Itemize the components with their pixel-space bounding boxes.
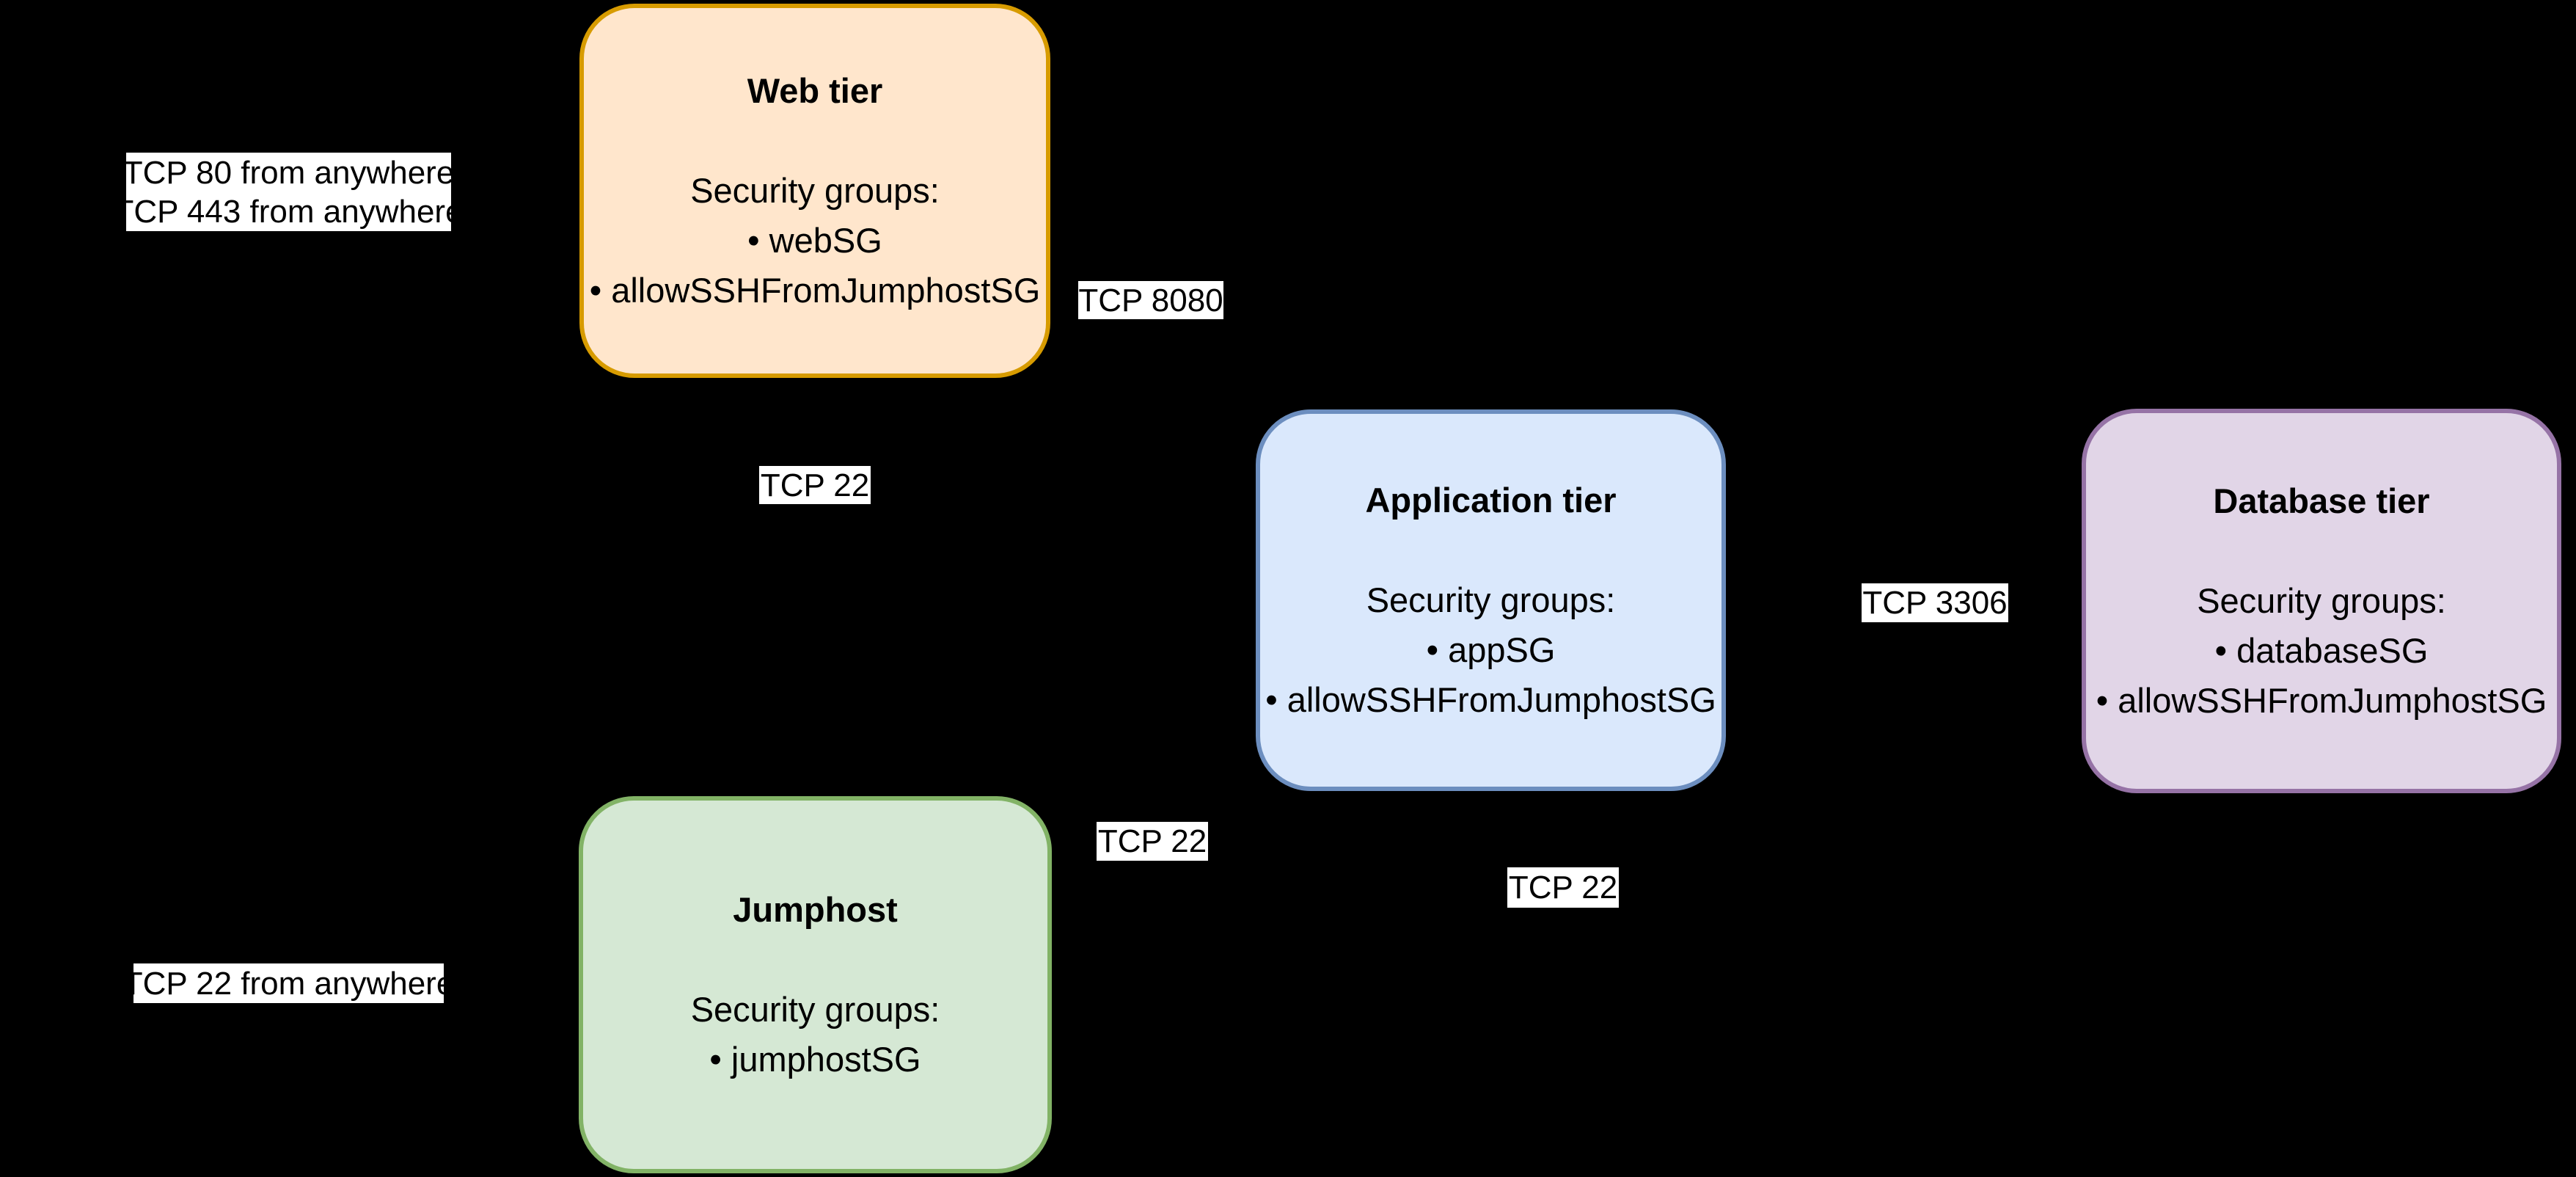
database-tier-node: Database tier Security groups: • databas…	[2082, 409, 2561, 793]
jumphost-node: Jumphost Security groups: • jumphostSG	[579, 796, 1052, 1173]
edge-label-line: TCP 3306	[1862, 585, 2008, 621]
jumphost-item: • jumphostSG	[709, 1040, 921, 1079]
edge-label-line: TCP 22	[1097, 823, 1207, 859]
edge-label-line: TCP 22	[760, 467, 870, 503]
edge-label-tcp-8080: TCP 8080	[1078, 281, 1223, 319]
edge-label-line: TCP 8080	[1078, 282, 1223, 318]
edge-label-tcp-22-app-bottom: TCP 22	[1507, 867, 1619, 908]
edge-label-tcp-22-app-left: TCP 22	[1097, 822, 1208, 861]
web-tier-node: Web tier Security groups: • webSG • allo…	[579, 4, 1050, 378]
database-tier-title: Database tier	[2213, 481, 2430, 520]
web-tier-item: • webSG	[747, 221, 882, 260]
edge-label-tcp-22-from-anywhere: TCP 22 from anywhere	[123, 963, 454, 1003]
edge-label-line: TCP 22	[1508, 870, 1618, 905]
edge-label-tcp-80-443-from-anywhere: TCP 80 from anywhere TCP 443 from anywhe…	[114, 153, 464, 231]
jumphost-title: Jumphost	[733, 890, 898, 929]
application-tier-title: Application tier	[1365, 481, 1617, 520]
application-tier-node: Application tier Security groups: • appS…	[1256, 409, 1726, 791]
database-tier-item: • databaseSG	[2214, 631, 2429, 670]
edge-label-line: TCP 80 from anywhere	[122, 154, 455, 191]
edge-label-tcp-22-web-jumphost: TCP 22	[759, 466, 871, 504]
database-tier-subtitle: Security groups:	[2197, 581, 2446, 620]
edge-label-tcp-3306: TCP 3306	[1862, 583, 2008, 622]
application-tier-item: • allowSSHFromJumphostSG	[1265, 680, 1716, 719]
web-tier-item: • allowSSHFromJumphostSG	[589, 271, 1041, 310]
jumphost-subtitle: Security groups:	[690, 990, 940, 1029]
database-tier-item: • allowSSHFromJumphostSG	[2096, 681, 2547, 720]
edge-label-line: TCP 22 from anywhere	[122, 965, 455, 1002]
edge-label-line: TCP 443 from anywhere	[114, 193, 464, 230]
application-tier-subtitle: Security groups:	[1366, 580, 1616, 619]
web-tier-title: Web tier	[747, 71, 883, 110]
web-tier-subtitle: Security groups:	[690, 171, 940, 210]
application-tier-item: • appSG	[1426, 630, 1556, 669]
